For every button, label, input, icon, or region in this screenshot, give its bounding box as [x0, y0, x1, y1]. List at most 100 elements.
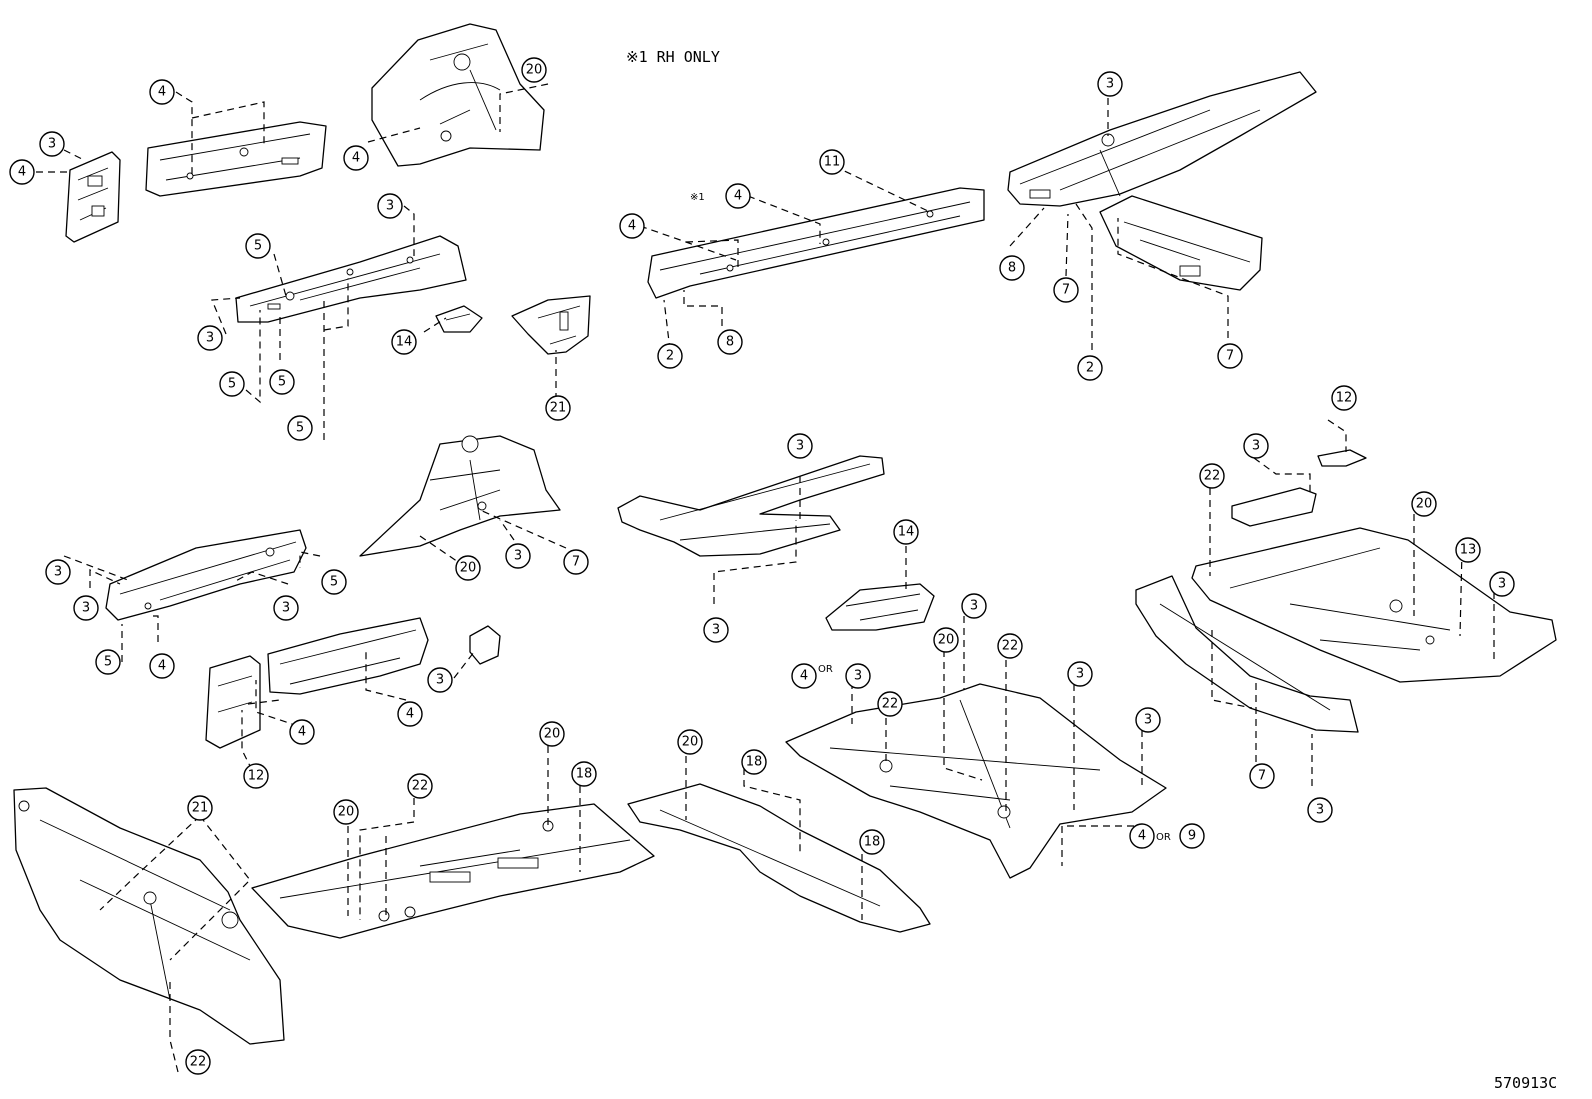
svg-text:12: 12: [1336, 391, 1353, 406]
part-rear-floor-side-member: [1007, 71, 1317, 207]
or-label-center-bottom: OR: [1156, 832, 1171, 843]
svg-text:7: 7: [1062, 283, 1070, 298]
svg-text:9: 9: [1188, 829, 1196, 844]
or-label-center-top: OR: [818, 664, 833, 675]
svg-text:21: 21: [192, 801, 209, 816]
part-front-floor-side-rail: [617, 455, 885, 557]
callout-31: 20: [455, 555, 481, 581]
svg-text:4: 4: [158, 659, 166, 674]
part-rocker-inner-panel: [647, 187, 985, 299]
svg-text:3: 3: [436, 673, 444, 688]
svg-text:3: 3: [48, 137, 56, 152]
callout-38: 4: [397, 701, 423, 727]
callout-4: 4: [149, 79, 175, 105]
svg-text:18: 18: [746, 755, 763, 770]
callout-45: 3: [1489, 571, 1515, 597]
svg-text:3: 3: [1316, 803, 1324, 818]
callout-67: 18: [859, 829, 885, 855]
svg-text:7: 7: [572, 555, 580, 570]
svg-text:13: 13: [1460, 543, 1477, 558]
callout-52: 4: [791, 663, 817, 689]
callout-9: 5: [269, 369, 295, 395]
callout-55: 4: [1129, 823, 1155, 849]
svg-text:20: 20: [938, 633, 955, 648]
callout-5: 3: [377, 193, 403, 219]
callout-41: 3: [1243, 433, 1269, 459]
callout-33: 7: [563, 549, 589, 575]
svg-text:2: 2: [666, 349, 674, 364]
part-front-side-member-lh: [105, 529, 307, 621]
svg-text:4: 4: [406, 707, 414, 722]
svg-text:20: 20: [1416, 497, 1433, 512]
callout-19: 3: [1097, 71, 1123, 97]
callout-62: 22: [407, 773, 433, 799]
callout-61: 20: [333, 799, 359, 825]
svg-text:4: 4: [628, 219, 636, 234]
svg-text:12: 12: [248, 769, 265, 784]
svg-text:3: 3: [54, 565, 62, 580]
part-tunnel-reinforcement: [627, 783, 931, 933]
svg-text:8: 8: [1008, 261, 1016, 276]
svg-text:4: 4: [352, 151, 360, 166]
callout-10: 5: [219, 371, 245, 397]
svg-text:5: 5: [330, 575, 338, 590]
callout-14: 2: [657, 343, 683, 369]
svg-text:20: 20: [544, 727, 561, 742]
svg-text:3: 3: [796, 439, 804, 454]
svg-text:3: 3: [1144, 713, 1152, 728]
callout-42: 22: [1199, 463, 1225, 489]
callout-16: 11: [819, 149, 845, 175]
svg-text:2: 2: [1086, 361, 1094, 376]
callout-23: 7: [1217, 343, 1243, 369]
callout-56: 9: [1179, 823, 1205, 849]
part-rear-floor-extension-12: [1231, 449, 1367, 527]
figure-code: 570913C: [1494, 1074, 1557, 1092]
part-apron-to-cowl-brace: [267, 617, 429, 695]
callout-1: 3: [39, 131, 65, 157]
callout-43: 20: [1411, 491, 1437, 517]
svg-text:3: 3: [514, 549, 522, 564]
note-marker-rocker: ※1: [690, 192, 705, 203]
callout-13: 21: [545, 395, 571, 421]
svg-text:4: 4: [18, 165, 26, 180]
callout-40: 12: [1331, 385, 1357, 411]
callout-7: 5: [245, 233, 271, 259]
svg-text:5: 5: [296, 421, 304, 436]
part-bracket-lower-left: [205, 655, 261, 749]
svg-text:14: 14: [396, 335, 413, 350]
callout-22: 2: [1077, 355, 1103, 381]
callout-35: 14: [893, 519, 919, 545]
svg-text:4: 4: [298, 725, 306, 740]
callout-48: 20: [933, 627, 959, 653]
callout-27: 3: [273, 595, 299, 621]
svg-text:4: 4: [734, 189, 742, 204]
svg-text:5: 5: [254, 239, 262, 254]
callout-12: 14: [391, 329, 417, 355]
svg-text:4: 4: [1138, 829, 1146, 844]
svg-text:21: 21: [550, 401, 567, 416]
callout-51: 3: [1135, 707, 1161, 733]
callout-47: 3: [961, 593, 987, 619]
svg-text:7: 7: [1258, 769, 1266, 784]
callout-39: 12: [243, 763, 269, 789]
part-front-side-member-extension: [145, 121, 327, 197]
callout-26: 3: [73, 595, 99, 621]
callout-32: 3: [505, 543, 531, 569]
svg-text:3: 3: [82, 601, 90, 616]
callout-17: 4: [725, 183, 751, 209]
callout-36: 3: [427, 667, 453, 693]
callout-54: 22: [877, 691, 903, 717]
svg-text:7: 7: [1226, 349, 1234, 364]
svg-text:4: 4: [800, 669, 808, 684]
svg-text:4: 4: [158, 85, 166, 100]
svg-text:3: 3: [854, 669, 862, 684]
callout-53: 3: [845, 663, 871, 689]
part-seat-crossmember: [825, 583, 935, 631]
leader-lines: [36, 83, 1495, 1073]
svg-text:20: 20: [338, 805, 355, 820]
svg-text:22: 22: [1204, 469, 1221, 484]
svg-text:8: 8: [726, 335, 734, 350]
part-front-apron-lower: [359, 435, 561, 557]
callouts: 3 4 20 4 3 4 5 3 5 5 5 14 21 2 8 11 4 4 …: [9, 57, 1515, 1075]
